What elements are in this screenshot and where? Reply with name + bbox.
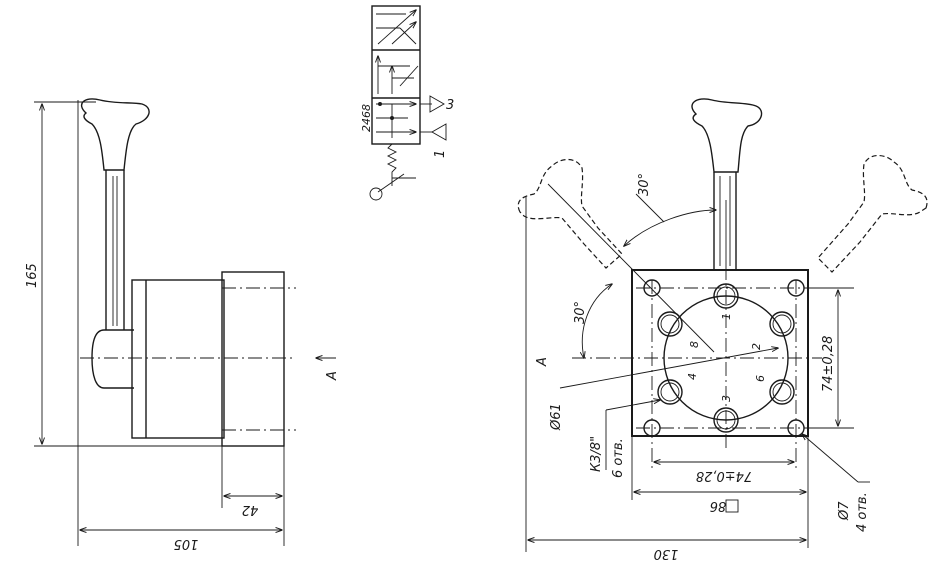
handle-knob [691,98,763,173]
port-numbers: 2468 [360,104,373,132]
hydraulic-symbol: 3 1 2468 [360,5,454,201]
symbol-frame [371,5,421,145]
dim-height-label: 165 [25,263,40,288]
angle-arc-upper [624,210,716,246]
valve-body [131,279,225,439]
angle-reference [547,183,715,353]
mount-hole [787,279,805,297]
dim-width-label: 130 [654,546,679,561]
port-label-1: 1 [720,313,733,320]
flow-path [399,65,419,87]
thread-count-label: 6 отв. [611,438,626,478]
handle-phantom-left [517,158,623,269]
leader-line [635,193,665,223]
junction-dot [378,102,382,106]
thread-label: К3/8" [589,436,604,472]
handle-knob [81,98,150,171]
port-label-4: 4 [686,373,699,380]
leader-line [605,400,660,411]
view-label: A [325,371,340,381]
threaded-ports [657,283,795,433]
angle-arc-left [582,284,612,358]
dim-flange-label: 42 [242,502,259,517]
angle-left-label: 30° [573,301,588,324]
tank-triangle [429,95,445,113]
leader-line [802,434,859,483]
port-label-3: 3 [720,395,733,402]
dim-circle-label: Ø61 [549,403,564,431]
valve-flange [221,271,285,447]
mount-hole [787,419,805,437]
hole-label: Ø7 [837,501,852,521]
dim-length-label: 105 [174,536,199,551]
junction-dot [390,116,394,120]
port-label-8: 8 [688,341,701,348]
pressure-triangle [431,123,447,141]
lever-nub [91,329,134,389]
dim-horizontal-label: 74±0,28 [696,468,752,483]
flow-arrow [391,22,416,45]
dim-square-label: 86 [710,498,727,513]
view-label: A [535,357,550,367]
side-view: A 165 105 42 [25,98,340,551]
dim-vertical-label: 74±0,28 [821,336,836,392]
flow-path [399,27,417,45]
port-label-6: 6 [754,375,767,382]
lever-line [377,173,405,193]
port-1-label: 1 [433,150,448,158]
port-3-label: 3 [446,98,454,113]
square-flange [631,269,809,437]
port-label-2: 2 [750,343,763,350]
mount-hole [643,419,661,437]
handle-phantom-right [817,154,928,273]
front-view: 1 2 3 4 6 8 30° 30° A Ø61 К3/8" 6 отв. 7… [517,98,928,561]
flow-arrow [377,10,416,45]
square-symbol [725,499,739,513]
mount-hole [643,279,661,297]
spring [386,143,398,186]
angle-upper-label: 30° [637,173,652,196]
hole-count-label: 4 отв. [855,492,870,532]
leader-line [559,348,778,389]
lever-knob [369,187,383,201]
